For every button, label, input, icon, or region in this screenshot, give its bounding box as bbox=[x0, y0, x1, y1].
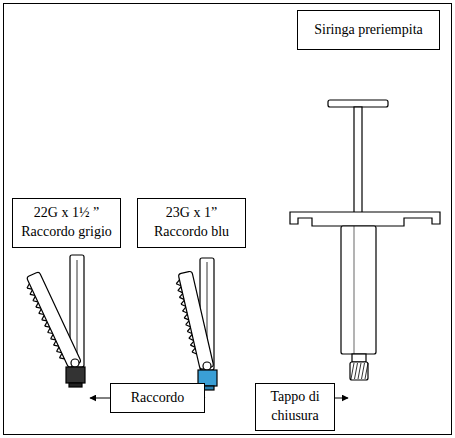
leader-arrow bbox=[90, 398, 110, 399]
label-text: Siringa preriempita bbox=[314, 21, 422, 40]
detail-stroke bbox=[183, 310, 188, 314]
label-text: Raccordo blu bbox=[154, 223, 229, 242]
needle-blue bbox=[174, 258, 217, 390]
detail-stroke bbox=[45, 324, 50, 328]
detail-stroke bbox=[176, 280, 181, 284]
detail-stroke bbox=[55, 347, 60, 351]
detail-stroke bbox=[42, 318, 47, 322]
detail-stroke bbox=[358, 363, 361, 379]
detail-stroke bbox=[26, 284, 31, 288]
detail-stroke bbox=[35, 303, 40, 307]
detail-stroke bbox=[41, 315, 46, 319]
outer-frame bbox=[4, 4, 452, 435]
detail-stroke bbox=[190, 341, 195, 345]
detail-stroke bbox=[351, 363, 354, 379]
detail-stroke bbox=[192, 351, 197, 355]
detail-stroke bbox=[187, 328, 192, 332]
syringe-label: Siringa preriempita bbox=[297, 10, 440, 50]
detail-stroke bbox=[184, 317, 189, 321]
detail-stroke bbox=[188, 334, 193, 338]
detail-stroke bbox=[30, 293, 35, 297]
detail-stroke bbox=[46, 328, 51, 332]
label-text: Raccordo bbox=[131, 389, 185, 408]
detail-stroke bbox=[48, 331, 53, 335]
label-text: 23G x 1” bbox=[166, 204, 217, 223]
label-text: Raccordo grigio bbox=[21, 223, 112, 242]
leader-arrow bbox=[335, 398, 348, 399]
detail-stroke bbox=[58, 353, 63, 357]
detail-stroke bbox=[29, 290, 34, 294]
detail-stroke bbox=[190, 344, 195, 348]
detail-stroke bbox=[33, 299, 38, 303]
detail-stroke bbox=[186, 324, 191, 328]
detail-stroke bbox=[183, 314, 188, 318]
detail-stroke bbox=[36, 305, 41, 309]
detail-stroke bbox=[177, 287, 182, 291]
detail-stroke bbox=[355, 363, 358, 379]
detail-stroke bbox=[182, 307, 187, 311]
detail-stroke bbox=[181, 303, 186, 307]
needle-label: 22G x 1½ ”Raccordo grigio bbox=[12, 198, 121, 248]
detail-stroke bbox=[179, 294, 184, 298]
detail-stroke bbox=[185, 321, 190, 325]
label-text: Tappo di chiusura bbox=[262, 388, 328, 426]
needle-label: 23G x 1”Raccordo blu bbox=[137, 198, 246, 248]
detail-stroke bbox=[362, 363, 365, 379]
label-text: 22G x 1½ ” bbox=[34, 204, 99, 223]
detail-stroke bbox=[191, 348, 196, 352]
detail-stroke bbox=[187, 331, 192, 335]
detail-stroke bbox=[51, 337, 56, 341]
detail-stroke bbox=[176, 283, 181, 287]
part-label: Raccordo bbox=[110, 383, 205, 413]
detail-stroke bbox=[189, 337, 194, 341]
detail-stroke bbox=[52, 341, 57, 345]
detail-stroke bbox=[57, 350, 62, 354]
detail-stroke bbox=[27, 286, 32, 290]
part-label: Tappo di chiusura bbox=[255, 383, 335, 431]
detail-stroke bbox=[60, 356, 65, 360]
detail-stroke bbox=[38, 309, 43, 313]
detail-stroke bbox=[32, 296, 37, 300]
detail-stroke bbox=[54, 343, 59, 347]
detail-stroke bbox=[178, 290, 183, 294]
detail-stroke bbox=[179, 296, 184, 300]
detail-stroke bbox=[49, 334, 54, 338]
detail-stroke bbox=[39, 312, 44, 316]
detail-stroke bbox=[365, 363, 368, 379]
prefilled-syringe bbox=[290, 100, 440, 380]
detail-stroke bbox=[43, 322, 48, 326]
detail-stroke bbox=[180, 300, 185, 304]
needle-grey bbox=[23, 255, 85, 387]
